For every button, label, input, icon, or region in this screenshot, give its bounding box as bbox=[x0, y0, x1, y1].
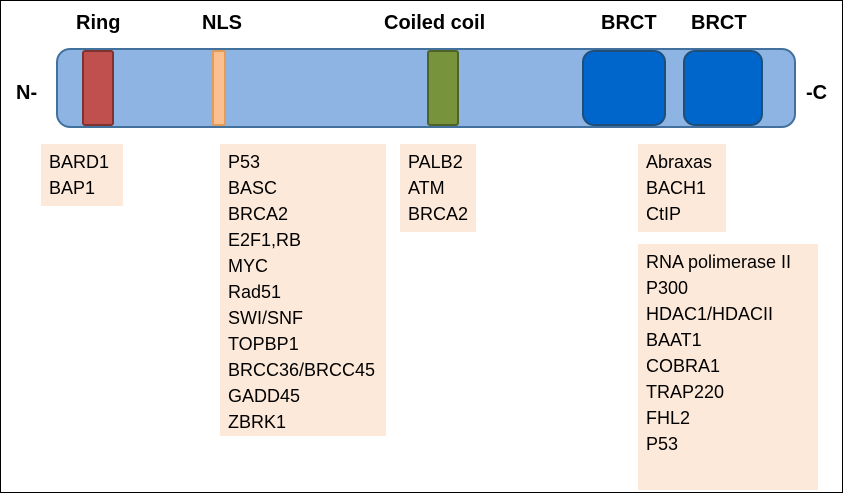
n-terminus-label: N- bbox=[16, 82, 38, 104]
list-item: Rad51 bbox=[228, 282, 282, 302]
list-item: BAP1 bbox=[49, 178, 96, 198]
list-item: P300 bbox=[646, 278, 689, 298]
list-item: BARD1 bbox=[49, 152, 110, 172]
brct-top-interactors-box: Abraxas BACH1 CtIP bbox=[638, 144, 726, 232]
coiled-coil-domain bbox=[427, 50, 459, 126]
label-brct-2: BRCT bbox=[691, 12, 747, 34]
brct-domain-2 bbox=[683, 50, 763, 126]
brct-bottom-interactors-box: RNA polimerase II P300 HDAC1/HDACII BAAT… bbox=[638, 244, 818, 490]
list-item: P53 bbox=[646, 434, 679, 454]
label-nls: NLS bbox=[202, 12, 242, 34]
list-item: CtIP bbox=[646, 204, 682, 224]
c-terminus-label: -C bbox=[806, 82, 828, 104]
ring-domain bbox=[82, 50, 114, 126]
list-item: TOPBP1 bbox=[228, 334, 299, 354]
list-item: GADD45 bbox=[228, 386, 301, 406]
list-item: FHL2 bbox=[646, 408, 691, 428]
list-item: RNA polimerase II bbox=[646, 252, 792, 272]
list-item: BACH1 bbox=[646, 178, 707, 198]
coiled-coil-interactors-box: PALB2 ATM BRCA2 bbox=[400, 144, 476, 232]
list-item: BRCA2 bbox=[408, 204, 469, 224]
label-brct-1: BRCT bbox=[601, 12, 657, 34]
list-item: PALB2 bbox=[408, 152, 463, 172]
list-item: TRAP220 bbox=[646, 382, 725, 402]
nls-domain bbox=[212, 50, 226, 126]
list-item: E2F1,RB bbox=[228, 230, 302, 250]
list-item: BRCA2 bbox=[228, 204, 289, 224]
list-item: BRCC36/BRCC45 bbox=[228, 360, 376, 380]
brct-domain-1 bbox=[582, 50, 666, 126]
list-item: Abraxas bbox=[646, 152, 713, 172]
list-item: SWI/SNF bbox=[228, 308, 303, 328]
label-coiled-coil: Coiled coil bbox=[384, 12, 486, 34]
protein-bar bbox=[56, 48, 796, 128]
list-item: MYC bbox=[228, 256, 268, 276]
list-item: ZBRK1 bbox=[228, 412, 287, 432]
list-item: COBRA1 bbox=[646, 356, 721, 376]
list-item: ATM bbox=[408, 178, 445, 198]
list-item: P53 bbox=[228, 152, 261, 172]
list-item: BAAT1 bbox=[646, 330, 702, 350]
label-ring: Ring bbox=[76, 12, 121, 34]
list-item: HDAC1/HDACII bbox=[646, 304, 774, 324]
ring-interactors-box: BARD1 BAP1 bbox=[41, 144, 123, 206]
nls-interactors-box: P53 BASC BRCA2 E2F1,RB MYC Rad51 SWI/SNF… bbox=[220, 144, 386, 436]
list-item: BASC bbox=[228, 178, 278, 198]
